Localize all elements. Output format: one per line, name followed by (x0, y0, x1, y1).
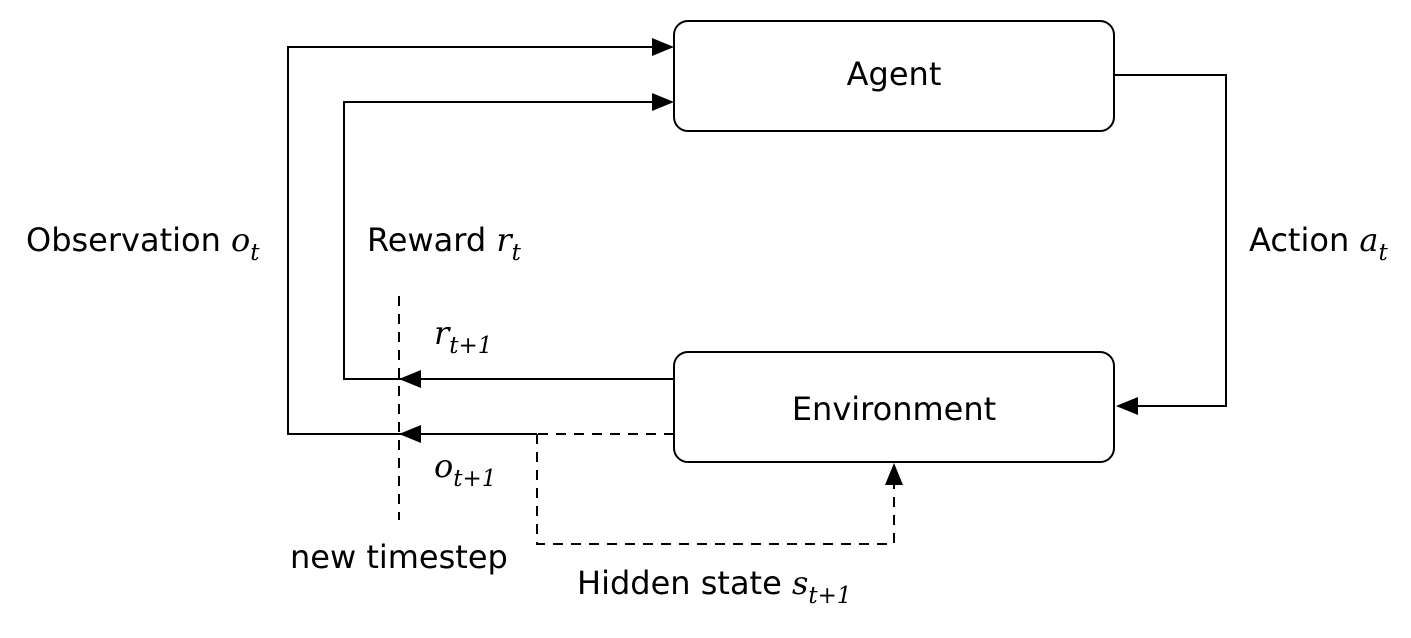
hidden-state-path (536, 434, 895, 545)
environment-node: Environment (673, 351, 1115, 463)
observation-next-label: ot+1 (434, 447, 496, 492)
action-label: Action at (1249, 221, 1388, 266)
reward-next-label: rt+1 (434, 314, 492, 359)
reward-arrowhead (652, 93, 674, 111)
environment-label: Environment (792, 390, 996, 428)
hidden-state-arrowhead (885, 463, 903, 485)
action-edge (1114, 74, 1227, 415)
observation-arrowhead (652, 38, 674, 56)
reward-label: Reward rt (367, 221, 522, 266)
action-path (1114, 74, 1227, 407)
reward-next-arrowhead (399, 370, 421, 388)
reward-edge (343, 93, 674, 388)
observation-label: Observation ot (26, 221, 260, 266)
agent-label: Agent (847, 55, 942, 93)
hidden-state-edge (536, 434, 903, 545)
new-timestep-label: new timestep (290, 538, 508, 576)
hidden-state-label: Hidden state st+1 (577, 564, 852, 609)
agent-node: Agent (673, 20, 1115, 132)
action-arrowhead (1116, 397, 1138, 415)
observation-edge (287, 38, 674, 443)
reward-path (343, 101, 674, 380)
observation-next-arrowhead (399, 425, 421, 443)
